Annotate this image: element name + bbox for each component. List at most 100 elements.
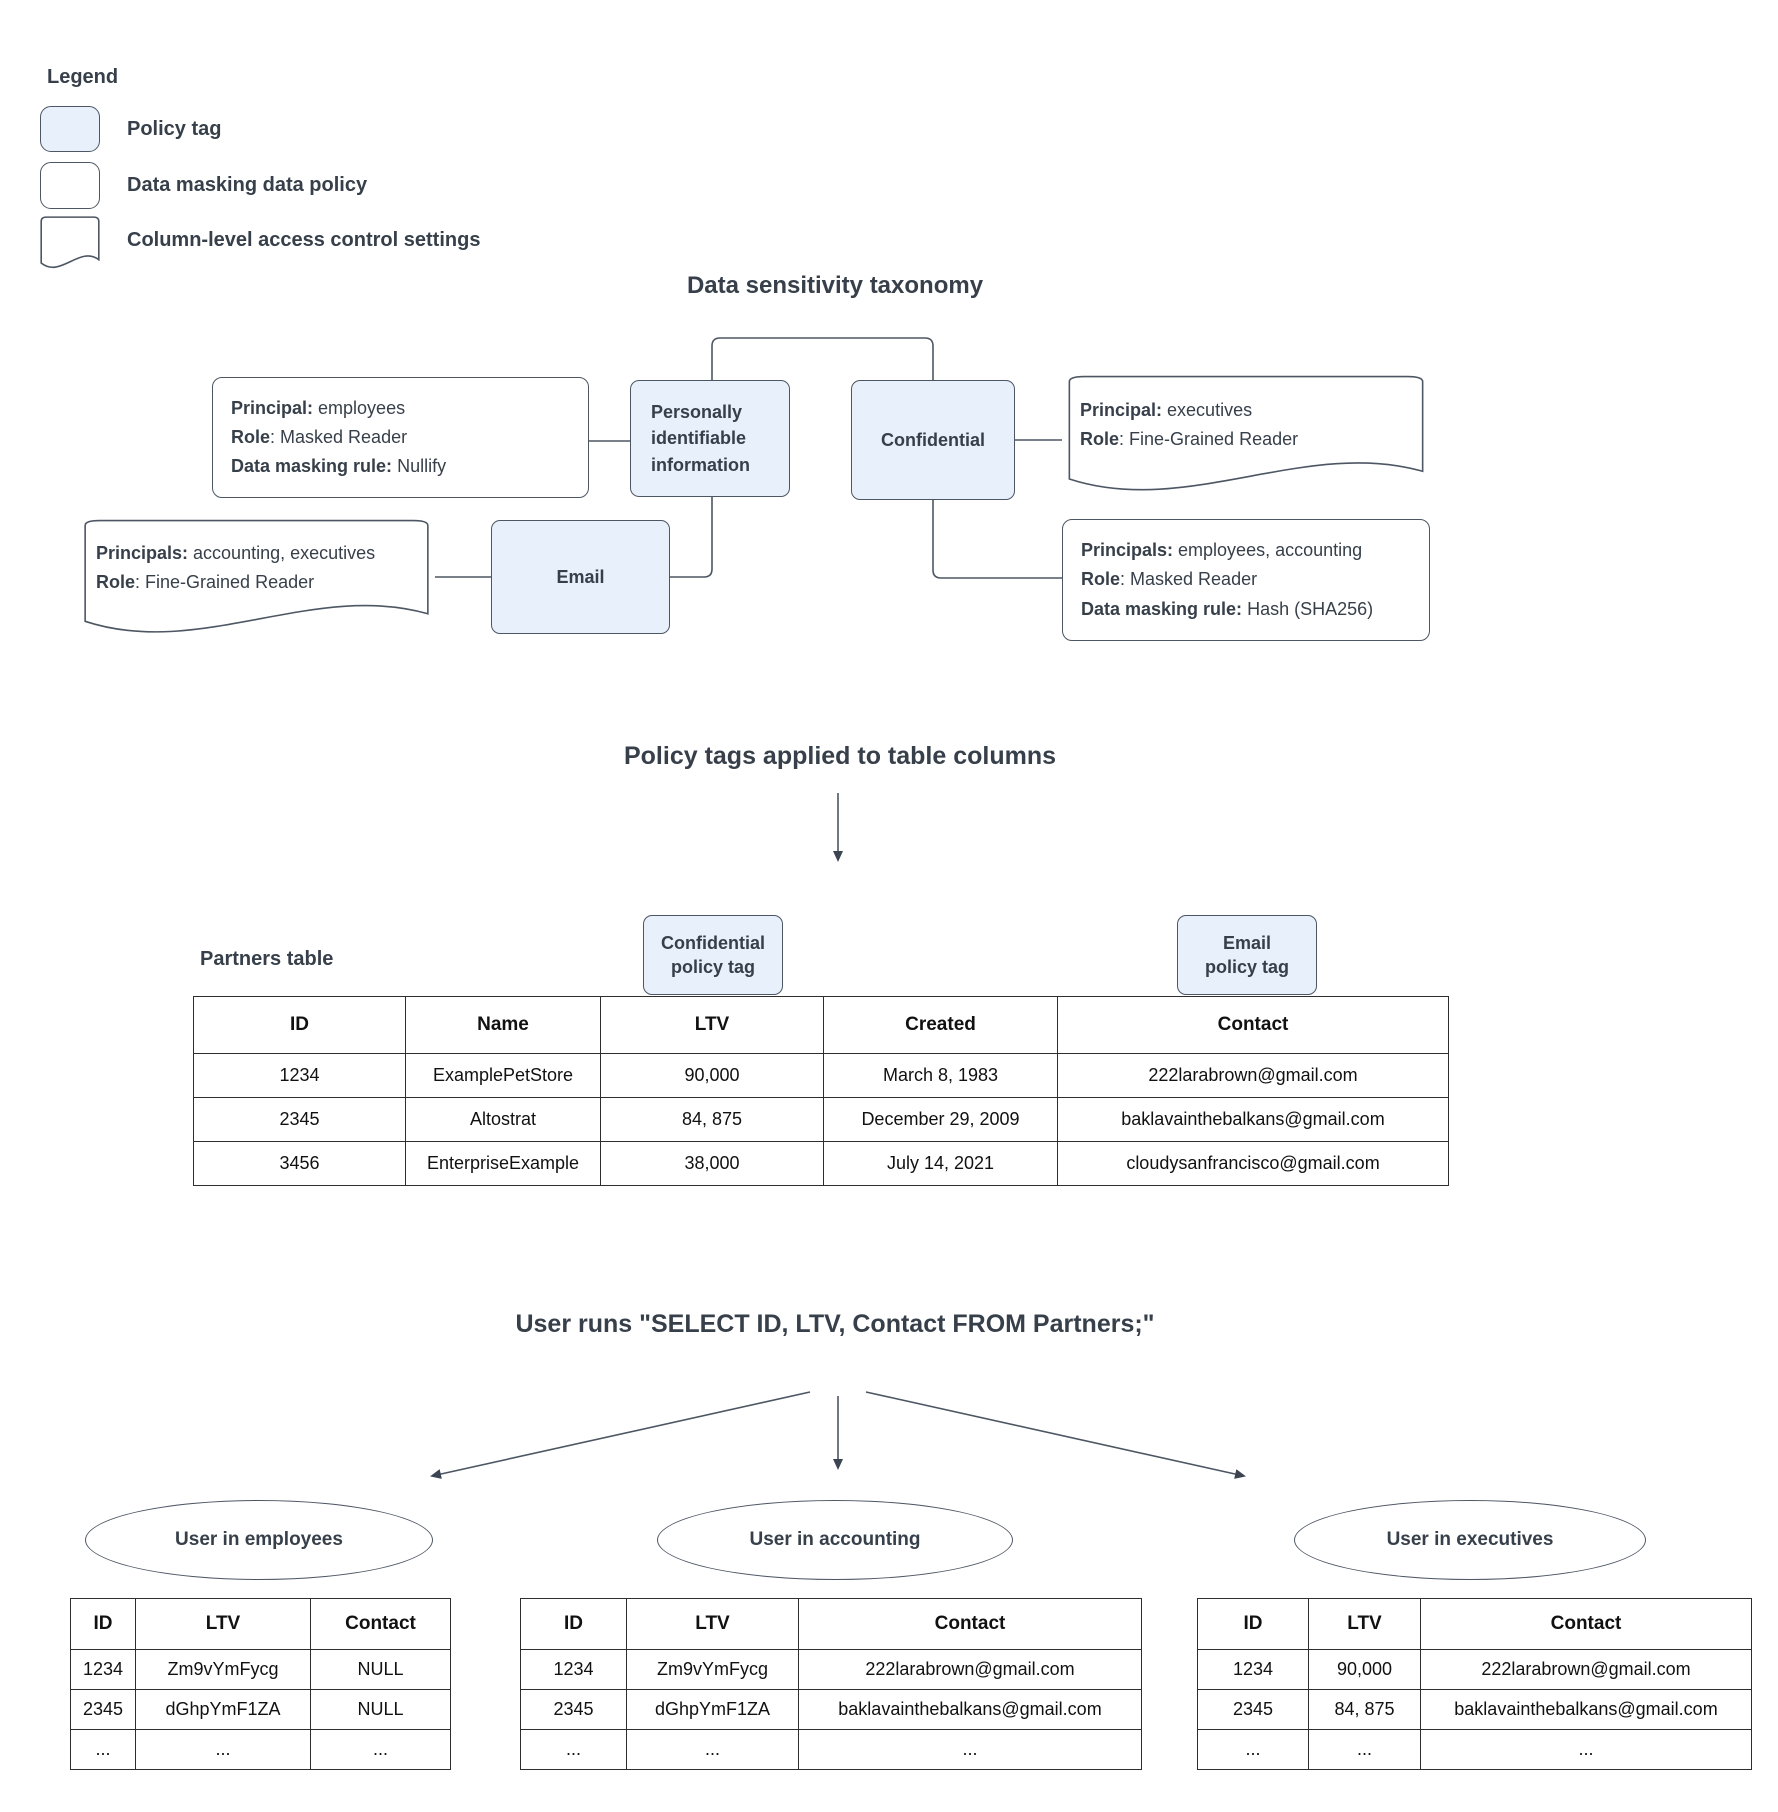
column-header-contact: Contact: [310, 1598, 451, 1650]
table-cell: Altostrat: [405, 1097, 601, 1142]
column-header-id: ID: [70, 1598, 136, 1650]
table-row: 1234 Zm9vYmFycg NULL: [70, 1649, 451, 1690]
table-cell: cloudysanfrancisco@gmail.com: [1057, 1141, 1449, 1186]
callout-line: Confidential: [661, 932, 765, 953]
query-title: User runs "SELECT ID, LTV, Contact FROM …: [515, 1310, 1155, 1338]
policy-line: Principal: executives: [1080, 399, 1253, 420]
column-header-contact: Contact: [1057, 996, 1449, 1054]
table-cell: ...: [626, 1729, 799, 1770]
column-header-ltv: LTV: [1308, 1598, 1421, 1650]
table-cell: NULL: [310, 1649, 451, 1690]
column-header-name: Name: [405, 996, 601, 1054]
table-header-row: ID LTV Contact: [1197, 1598, 1752, 1650]
arrow-to-employees: [430, 1391, 811, 1479]
policy-line: Role: Masked Reader: [1081, 569, 1258, 590]
table-row: ... ... ...: [520, 1729, 1142, 1770]
table-cell: 1234: [520, 1649, 627, 1690]
table-cell: July 14, 2021: [823, 1141, 1058, 1186]
policy-line: Data masking rule: Nullify: [231, 456, 447, 477]
executives-access-control-note: Principal: executives Role: Fine-Grained…: [1062, 374, 1430, 502]
table-row: 2345 dGhpYmF1ZA NULL: [70, 1689, 451, 1730]
group-oval-executives: User in executives: [1294, 1500, 1646, 1580]
table-row: 1234 ExamplePetStore 90,000 March 8, 198…: [193, 1053, 1449, 1098]
policy-line: Data masking rule: Hash (SHA256): [1081, 598, 1374, 619]
table-cell: dGhpYmF1ZA: [626, 1689, 799, 1730]
callout-line: policy tag: [1204, 957, 1289, 977]
access-control-swatch: [40, 216, 100, 272]
table-header-row: ID LTV Contact: [70, 1598, 451, 1650]
connector-tree-top: [711, 337, 934, 380]
arrow-to-executives: [865, 1391, 1246, 1479]
table-cell: 1234: [70, 1649, 136, 1690]
email-access-control-note: Principals: accounting, executives Role:…: [78, 518, 435, 644]
table-cell: ...: [310, 1729, 451, 1770]
table-cell: December 29, 2009: [823, 1097, 1058, 1142]
policy-line: Role: Fine-Grained Reader: [96, 572, 315, 592]
column-header-id: ID: [193, 996, 406, 1054]
callout-line: Email: [1222, 932, 1272, 953]
email-callout-tag: Email policy tag: [1177, 915, 1317, 995]
column-header-contact: Contact: [1420, 1598, 1752, 1650]
table-cell: ...: [520, 1729, 627, 1770]
legend-title: Legend: [47, 66, 119, 88]
table-row: 2345 84, 875 baklavainthebalkans@gmail.c…: [1197, 1689, 1752, 1730]
legend-item-access-control: Column-level access control settings: [127, 229, 481, 251]
confidential-callout-tag: Confidential policy tag: [643, 915, 783, 995]
partners-table-label: Partners table: [200, 948, 334, 970]
policy-line: Principals: accounting, executives: [96, 542, 376, 563]
table-row: 1234 Zm9vYmFycg 222larabrown@gmail.com: [520, 1649, 1142, 1690]
table-header-row: ID LTV Contact: [520, 1598, 1142, 1650]
table-cell: 1234: [1197, 1649, 1309, 1690]
connector-confidential-to-hash: [932, 500, 1062, 579]
table-cell: 38,000: [600, 1141, 824, 1186]
table-cell: 2345: [193, 1097, 406, 1142]
table-cell: 90,000: [600, 1053, 824, 1098]
policy-line: Role: Fine-Grained Reader: [1080, 429, 1299, 449]
group-oval-accounting: User in accounting: [657, 1500, 1013, 1580]
policy-tag-swatch: [40, 106, 100, 152]
table-cell: 222larabrown@gmail.com: [798, 1649, 1142, 1690]
table-cell: 2345: [520, 1689, 627, 1730]
column-header-created: Created: [823, 996, 1058, 1054]
accounting-result-table: ID LTV Contact 1234 Zm9vYmFycg 222larabr…: [520, 1598, 1142, 1770]
table-cell: 222larabrown@gmail.com: [1057, 1053, 1449, 1098]
table-row: ... ... ...: [70, 1729, 451, 1770]
table-cell: baklavainthebalkans@gmail.com: [1420, 1689, 1752, 1730]
table-cell: ...: [1197, 1729, 1309, 1770]
table-cell: 3456: [193, 1141, 406, 1186]
table-cell: baklavainthebalkans@gmail.com: [798, 1689, 1142, 1730]
table-cell: Zm9vYmFycg: [135, 1649, 311, 1690]
table-cell: Zm9vYmFycg: [626, 1649, 799, 1690]
taxonomy-title: Data sensitivity taxonomy: [686, 272, 984, 299]
table-cell: 84, 875: [600, 1097, 824, 1142]
policy-line: Role: Masked Reader: [231, 426, 408, 447]
legend-item-data-masking-policy: Data masking data policy: [127, 174, 368, 196]
table-cell: ...: [135, 1729, 311, 1770]
table-cell: ExamplePetStore: [405, 1053, 601, 1098]
table-cell: ...: [1420, 1729, 1752, 1770]
table-cell: EnterpriseExample: [405, 1141, 601, 1186]
connector-pii-to-email: [670, 497, 713, 578]
column-header-id: ID: [520, 1598, 627, 1650]
column-header-contact: Contact: [798, 1598, 1142, 1650]
table-cell: ...: [1308, 1729, 1421, 1770]
table-header-row: ID Name LTV Created Contact: [193, 996, 1449, 1054]
legend-item-policy-tag: Policy tag: [127, 118, 222, 140]
table-cell: NULL: [310, 1689, 451, 1730]
table-cell: 2345: [1197, 1689, 1309, 1730]
pii-policy-tag: Personally identifiable information: [630, 380, 790, 497]
group-oval-employees: User in employees: [85, 1500, 433, 1580]
data-masking-policy-swatch: [40, 162, 100, 209]
employees-result-table: ID LTV Contact 1234 Zm9vYmFycg NULL 2345…: [70, 1598, 451, 1770]
partners-table: ID Name LTV Created Contact 1234 Example…: [193, 996, 1449, 1186]
table-cell: dGhpYmF1ZA: [135, 1689, 311, 1730]
column-header-id: ID: [1197, 1598, 1309, 1650]
table-cell: 222larabrown@gmail.com: [1420, 1649, 1752, 1690]
table-row: 2345 Altostrat 84, 875 December 29, 2009…: [193, 1097, 1449, 1142]
table-cell: 84, 875: [1308, 1689, 1421, 1730]
policy-line: Principals: employees, accounting: [1081, 540, 1363, 561]
table-row: 2345 dGhpYmF1ZA baklavainthebalkans@gmai…: [520, 1689, 1142, 1730]
email-policy-tag: Email: [491, 520, 670, 634]
table-row: 1234 90,000 222larabrown@gmail.com: [1197, 1649, 1752, 1690]
callout-line: policy tag: [670, 957, 755, 977]
